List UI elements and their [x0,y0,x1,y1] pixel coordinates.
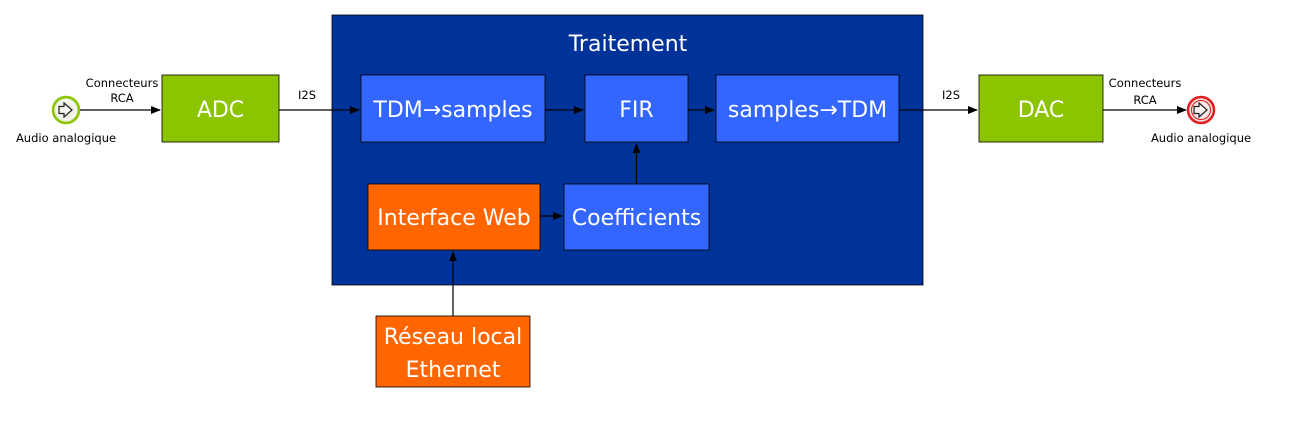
reseau-local-label-line1: Réseau local [384,325,523,350]
adc-block [161,74,280,143]
reseau-local-block [375,315,531,388]
connecteurs-left-line2: RCA [110,91,133,105]
connecteurs-left-line1: Connecteurs [86,76,159,90]
dac-block [978,74,1104,143]
tdm-to-samples-block [360,74,546,143]
samples-to-tdm-block [715,74,900,143]
reseau-local-label-line2: Ethernet [406,358,501,383]
interface-web-label: Interface Web [377,206,530,231]
interface-web-block [367,183,541,251]
coefficients-label: Coefficients [572,206,701,231]
samples-to-tdm-label: samples→TDM [728,98,887,123]
tdm-to-samples-label: TDM→samples [372,98,532,123]
i2s-right-label: I2S [942,88,960,102]
dac-label: DAC [1018,98,1065,123]
traitement-title: Traitement [568,32,688,57]
i2s-left-label: I2S [298,88,316,102]
connecteurs-right-line1: Connecteurs [1109,76,1182,90]
audio-out-label: Audio analogique [1151,131,1251,145]
connecteurs-right-line2: RCA [1133,93,1156,107]
audio-input-icon [51,95,81,125]
coefficients-block [563,183,710,251]
adc-label: ADC [197,98,244,123]
fir-block [584,74,689,143]
audio-in-label: Audio analogique [16,131,116,145]
audio-output-icon [1186,95,1216,125]
fir-label: FIR [619,98,653,123]
